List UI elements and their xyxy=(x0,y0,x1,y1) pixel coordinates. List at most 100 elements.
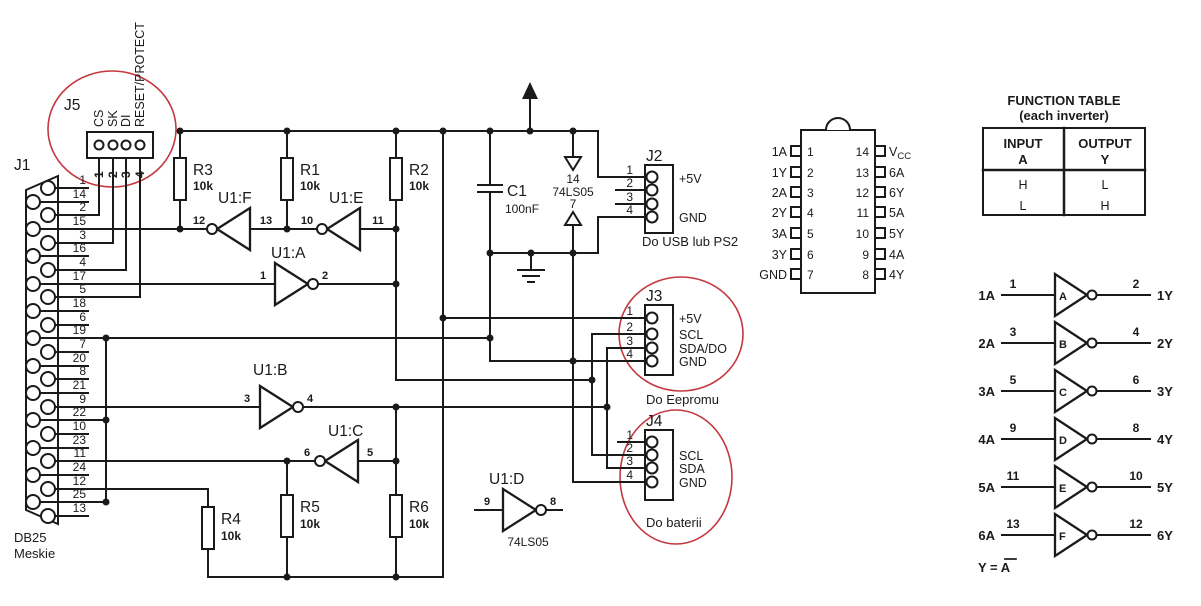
svg-text:22: 22 xyxy=(73,405,87,419)
svg-text:E: E xyxy=(1059,483,1066,495)
svg-text:9: 9 xyxy=(484,496,490,508)
gnd-symbol-icon xyxy=(517,252,545,283)
j5-signal-sk: SK xyxy=(106,110,120,127)
vcc-arrow-icon xyxy=(522,82,538,132)
j5-signal-di: DI xyxy=(119,115,133,128)
svg-text:A: A xyxy=(1018,152,1028,167)
svg-text:2: 2 xyxy=(79,200,86,214)
svg-text:10: 10 xyxy=(73,419,87,433)
svg-text:GND: GND xyxy=(679,476,707,490)
svg-text:4Y: 4Y xyxy=(1157,432,1173,447)
resistor-r3: R3 10k xyxy=(173,157,213,201)
svg-text:10k: 10k xyxy=(193,179,213,193)
svg-text:1A: 1A xyxy=(772,145,788,159)
dip-notch-icon xyxy=(825,117,851,131)
svg-text:FUNCTION TABLE: FUNCTION TABLE xyxy=(1007,93,1120,108)
svg-text:U1:F: U1:F xyxy=(218,190,252,207)
svg-text:SCL: SCL xyxy=(679,449,703,463)
svg-text:24: 24 xyxy=(73,460,87,474)
svg-text:H: H xyxy=(1100,199,1109,213)
svg-text:3Y: 3Y xyxy=(772,248,788,262)
svg-text:1: 1 xyxy=(260,270,266,282)
svg-text:12: 12 xyxy=(193,215,205,227)
db25-rows: 1 14 2 15 3 16 4 17 5 18 6 19 7 20 8 21 … xyxy=(25,173,491,524)
gate-row-a: 1A 1 A 2 1Y xyxy=(978,271,1173,319)
inverter-u1d: U1:D 9 8 74LS05 xyxy=(474,471,563,549)
j1-caption-1: DB25 xyxy=(14,530,47,545)
j2-connector: J2 1 2 3 4 +5V GND Do USB lub PS2 xyxy=(626,148,738,249)
svg-text:1: 1 xyxy=(626,428,633,442)
svg-text:+5V: +5V xyxy=(679,312,702,326)
svg-text:4: 4 xyxy=(626,468,633,482)
svg-text:1: 1 xyxy=(79,173,86,187)
svg-text:11: 11 xyxy=(74,446,87,460)
j5-signal-cs: CS xyxy=(92,110,106,127)
svg-text:13: 13 xyxy=(1006,517,1020,531)
svg-text:Y: Y xyxy=(1101,152,1110,167)
svg-text:SDA/DO: SDA/DO xyxy=(679,342,727,356)
svg-text:6: 6 xyxy=(807,248,814,262)
dip-right-labels: VCC 6A 6Y 5A 5Y 4A 4Y xyxy=(889,145,911,282)
svg-text:R3: R3 xyxy=(193,162,213,179)
svg-text:1: 1 xyxy=(626,304,633,318)
svg-text:5A: 5A xyxy=(889,206,905,220)
svg-text:74LS05: 74LS05 xyxy=(507,535,549,549)
svg-text:5: 5 xyxy=(367,447,373,459)
svg-text:1: 1 xyxy=(92,171,106,178)
svg-text:4A: 4A xyxy=(978,432,995,447)
svg-text:C: C xyxy=(1059,387,1067,399)
svg-text:Do USB lub PS2: Do USB lub PS2 xyxy=(642,234,738,249)
resistor-r2: R2 10k xyxy=(389,157,429,201)
svg-text:12: 12 xyxy=(856,186,870,200)
svg-text:6Y: 6Y xyxy=(889,186,905,200)
wire-scl xyxy=(395,199,647,456)
svg-text:8: 8 xyxy=(1133,421,1140,435)
svg-text:4: 4 xyxy=(307,393,314,405)
inverter-u1b: U1:B 3 4 xyxy=(244,362,314,431)
svg-text:14: 14 xyxy=(73,187,87,201)
svg-text:1A: 1A xyxy=(978,288,995,303)
resistor-r6: R6 10k xyxy=(389,494,429,538)
gate-row-c: 3A 5 C 6 3Y xyxy=(978,367,1173,415)
svg-text:Do Eepromu: Do Eepromu xyxy=(646,392,719,407)
svg-text:3Y: 3Y xyxy=(1157,384,1173,399)
svg-text:10: 10 xyxy=(301,215,313,227)
svg-text:2: 2 xyxy=(322,270,328,282)
svg-text:1: 1 xyxy=(626,163,633,177)
j1-label: J1 xyxy=(14,157,30,174)
svg-text:GND: GND xyxy=(679,211,707,225)
svg-text:2: 2 xyxy=(1133,277,1140,291)
svg-text:100nF: 100nF xyxy=(505,202,539,216)
svg-text:10k: 10k xyxy=(409,179,429,193)
svg-text:14: 14 xyxy=(856,145,870,159)
j5-connector: J5 CS SK DI RESET/PROTECT 1 2 3 4 xyxy=(64,22,154,178)
svg-text:R2: R2 xyxy=(409,162,429,179)
power-symbols: 14 74LS05 7 xyxy=(517,82,594,283)
svg-text:17: 17 xyxy=(73,269,87,283)
ic-power-pins: 14 74LS05 7 xyxy=(552,130,594,254)
svg-text:R6: R6 xyxy=(409,499,429,516)
svg-text:20: 20 xyxy=(73,351,87,365)
svg-text:13: 13 xyxy=(73,501,87,515)
capacitor-c1: C1 100nF xyxy=(477,130,539,254)
svg-text:1Y: 1Y xyxy=(1157,288,1173,303)
svg-text:1: 1 xyxy=(807,145,814,159)
svg-text:4Y: 4Y xyxy=(889,268,905,282)
svg-text:3: 3 xyxy=(626,334,633,348)
svg-text:U1:A: U1:A xyxy=(271,245,306,262)
svg-text:3: 3 xyxy=(1010,325,1017,339)
inverter-u1c: U1:C 6 5 xyxy=(304,423,373,485)
svg-text:9: 9 xyxy=(862,248,869,262)
svg-text:SCL: SCL xyxy=(679,328,703,342)
svg-text:10k: 10k xyxy=(300,179,320,193)
svg-text:U1:B: U1:B xyxy=(253,362,287,379)
svg-text:U1:E: U1:E xyxy=(329,190,363,207)
svg-text:J4: J4 xyxy=(646,413,663,430)
svg-text:6Y: 6Y xyxy=(1157,528,1173,543)
svg-text:15: 15 xyxy=(73,214,87,228)
svg-text:4: 4 xyxy=(79,255,86,269)
dip14-package: 1A 1Y 2A 2Y 3A 3Y GND 1 2 3 4 5 6 7 14 1… xyxy=(759,117,911,294)
svg-text:18: 18 xyxy=(73,296,87,310)
svg-text:8: 8 xyxy=(79,364,86,378)
svg-text:R1: R1 xyxy=(300,162,320,179)
